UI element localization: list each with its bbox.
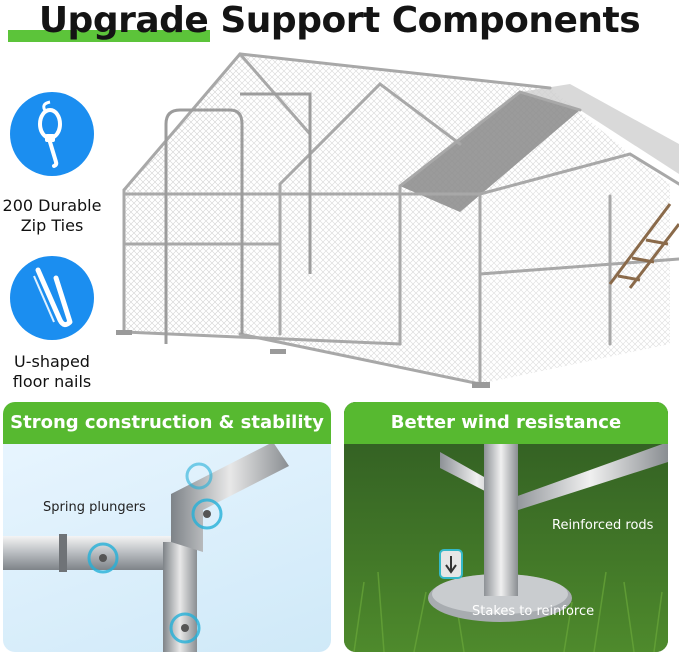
wind-resistance-panel: Better wind resistance Reinforced rods S… [344,402,668,652]
header: Upgrade Support Components [0,0,679,50]
u-nail-icon [33,267,73,328]
caption-line: Zip Ties [20,216,84,235]
zip-tie-badge [10,92,94,176]
construction-panel: Strong construction & stability Spring p… [3,402,331,652]
caption-line: 200 Durable [2,196,102,215]
u-nail-caption: U-shaped floor nails [0,352,104,392]
frame-joint-image [3,442,289,652]
reinforced-rods-label: Reinforced rods [552,518,654,533]
panel-title: Strong construction & stability [3,402,331,444]
zip-tie-caption: 200 Durable Zip Ties [0,196,104,236]
stakes-label: Stakes to reinforce [472,604,595,619]
u-nail-badge [10,256,94,340]
caption-line: floor nails [12,372,92,391]
zip-tie-icon [38,100,62,168]
caption-line: U-shaped [14,352,90,371]
chicken-coop-image [116,52,679,388]
title-underline [8,30,210,42]
panel-title: Better wind resistance [344,402,668,444]
page-title: Upgrade Support Components [38,0,641,41]
spring-plungers-label: Spring plungers [43,500,146,515]
